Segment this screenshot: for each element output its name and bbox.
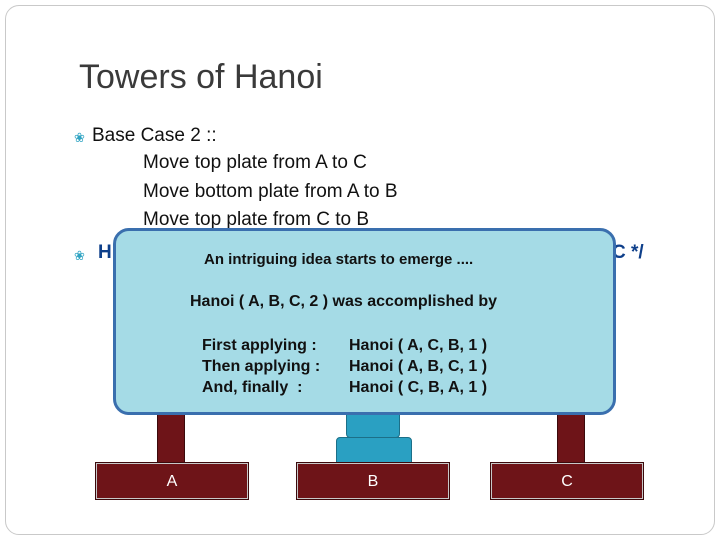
base-label: A	[97, 473, 247, 491]
base-case-bullet: Base Case 2 ::	[92, 125, 217, 147]
callout-heading: An intriguing idea starts to emerge ....	[204, 251, 473, 268]
base-label: C	[492, 473, 642, 491]
base-b: B	[297, 463, 449, 499]
partial-bullet-left: H	[98, 242, 112, 264]
slide-title: Towers of Hanoi	[79, 58, 323, 97]
base-c: C	[491, 463, 643, 499]
callout-call: Hanoi ( A, C, B, 1 )	[349, 337, 487, 355]
step-line: Move top plate from A to C	[143, 152, 367, 174]
bullet-icon: ❀	[74, 130, 85, 146]
bullet-icon: ❀	[74, 248, 85, 264]
callout-box: An intriguing idea starts to emerge ....…	[113, 228, 616, 415]
callout-call: Hanoi ( C, B, A, 1 )	[349, 379, 487, 397]
step-line: Move bottom plate from A to B	[143, 181, 398, 203]
callout-label: And, finally :	[202, 379, 302, 397]
callout-call: Hanoi ( A, B, C, 1 )	[349, 358, 487, 376]
base-a: A	[96, 463, 248, 499]
base-label: B	[298, 473, 448, 491]
partial-bullet-right: C */	[612, 242, 644, 264]
callout-label: First applying :	[202, 337, 317, 355]
callout-line: Hanoi ( A, B, C, 2 ) was accomplished by	[190, 293, 497, 311]
callout-label: Then applying :	[202, 358, 320, 376]
